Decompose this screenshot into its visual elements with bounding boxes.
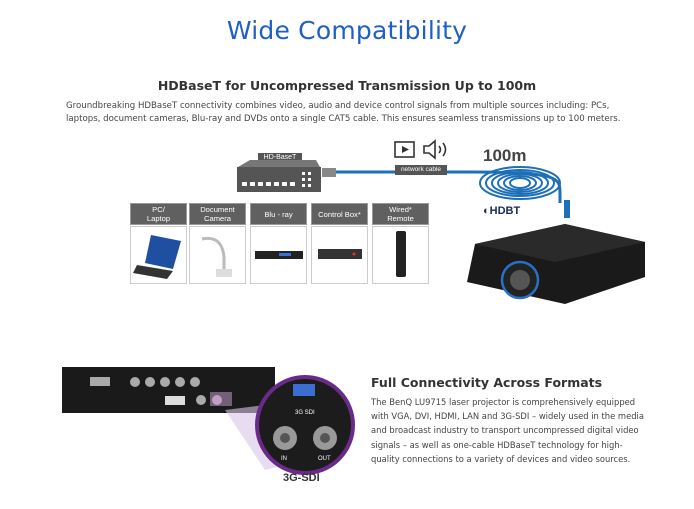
- rear-panel-image: 3G SDI IN OUT 3G-SDI: [55, 360, 355, 490]
- connectivity-heading: Full Connectivity Across Formats: [371, 375, 603, 390]
- hdbt-logo: ◐HDBT: [483, 205, 521, 217]
- bluray-player-icon: [255, 251, 303, 259]
- device-wired-remote: Wired* Remote: [372, 203, 429, 284]
- hdbt-logo-mark-icon: ◐: [483, 205, 490, 217]
- document-camera-icon: [201, 236, 232, 277]
- control-box-icon: [318, 249, 362, 259]
- laptop-icon: [133, 235, 181, 279]
- connectivity-description: The BenQ LU9715 laser projector is compr…: [371, 397, 644, 464]
- device-label: Wired* Remote: [372, 203, 429, 225]
- rj45-plug-right-icon: [564, 200, 570, 218]
- hdbaset-description: Groundbreaking HDBaseT connectivity comb…: [66, 101, 621, 124]
- rear-panel-graphic: 3G SDI IN OUT: [62, 367, 355, 475]
- device-label: Blu - ray: [250, 203, 307, 225]
- device-label: Control Box*: [311, 203, 368, 225]
- hdbaset-switch-icon: [237, 160, 321, 192]
- switch-label: HD-BaseT: [258, 153, 302, 163]
- coil-icon: [479, 166, 561, 200]
- cable-label: network cable: [395, 165, 447, 175]
- rj45-plug-icon: [322, 168, 336, 177]
- remote-icon: [396, 231, 406, 277]
- speaker-icon: [423, 139, 447, 160]
- sdi-in-label: IN: [281, 456, 287, 462]
- video-icon: [394, 141, 415, 158]
- sdi-panel-label: 3G SDI: [295, 410, 315, 416]
- device-control-box: Control Box*: [311, 203, 368, 284]
- device-document-camera: Document Camera: [189, 203, 246, 284]
- device-label: PC/ Laptop: [130, 203, 187, 225]
- hdbaset-diagram: HD-BaseT network cable 100m ◐HDBT PC/ La…: [130, 139, 645, 304]
- sdi-callout-label: 3G-SDI: [283, 472, 320, 484]
- device-pc-laptop: PC/ Laptop: [130, 203, 187, 284]
- hdbaset-switch-cable-graphic: [237, 139, 570, 218]
- page-title: Wide Compatibility: [226, 16, 468, 45]
- device-bluray: Blu - ray: [250, 203, 307, 284]
- distance-label: 100m: [483, 146, 527, 165]
- projector-image: [467, 224, 645, 304]
- device-label: Document Camera: [189, 203, 246, 225]
- sdi-out-label: OUT: [318, 456, 331, 462]
- hdbaset-heading: HDBaseT for Uncompressed Transmission Up…: [157, 78, 537, 93]
